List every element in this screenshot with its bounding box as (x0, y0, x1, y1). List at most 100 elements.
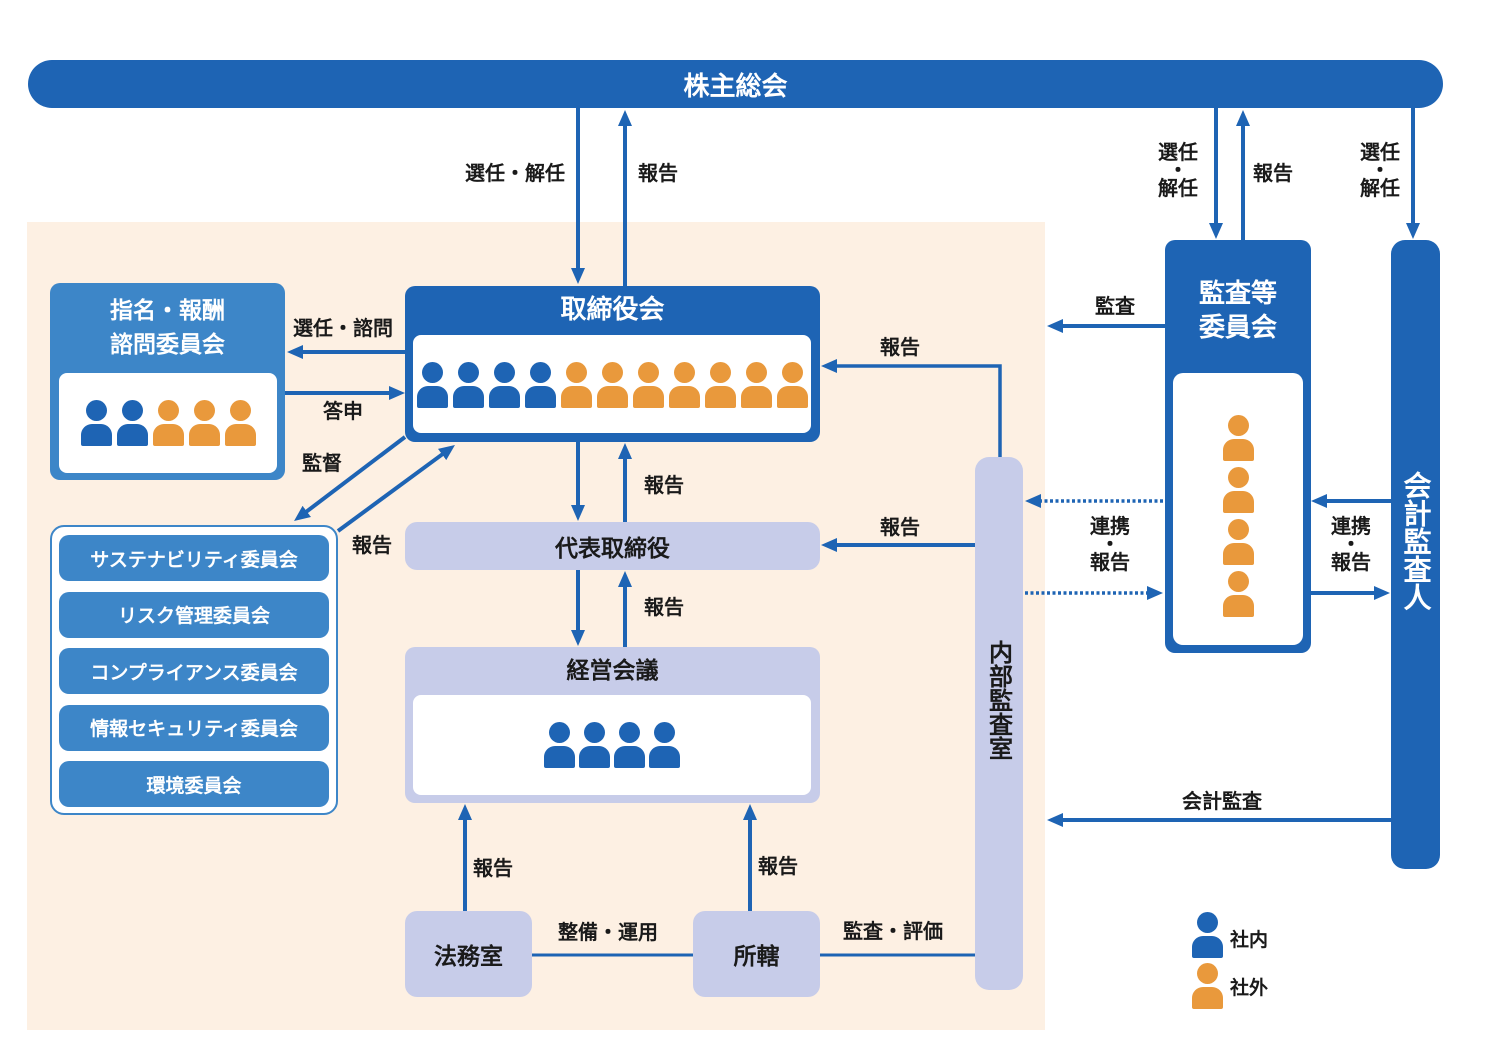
label-audit-evaluation: 監査・評価 (843, 919, 943, 943)
person-body (632, 386, 664, 408)
person-body (524, 386, 556, 408)
person-head (121, 400, 143, 421)
person-body (416, 386, 448, 408)
branch-office: 所轄 (693, 911, 820, 997)
label-line: ・ (1370, 158, 1390, 182)
person-icon-outside (560, 362, 592, 408)
person-icon-inside (116, 400, 148, 446)
person-icon-inside (1192, 912, 1223, 958)
person-icon-outside (596, 362, 628, 408)
label-report-to-shareholders: 報告 (638, 161, 678, 185)
nomination-committee-members-panel (59, 373, 277, 473)
label-audit-report-to-shareholders: 報告 (1253, 161, 1293, 185)
arrow-committees-report-board (336, 444, 455, 533)
person-icon-outside (776, 362, 808, 408)
person-head (1227, 571, 1249, 592)
person-head (157, 400, 179, 421)
person-icon-outside (188, 400, 220, 446)
label-line: 解任 (1158, 176, 1198, 200)
label-internal-report-board: 報告 (880, 335, 920, 359)
person-icon-inside (80, 400, 112, 446)
management-meeting-members (413, 695, 811, 768)
label-appoint-consult: 選任・諮問 (293, 316, 393, 340)
person-body (488, 386, 520, 408)
person-icon-outside (1222, 571, 1254, 617)
label-cooperation-report-accountant: 連携 ・ 報告 (1326, 514, 1376, 574)
label-line: ・ (1100, 532, 1120, 556)
arrow-internal-audit-report-board (821, 359, 1002, 457)
person-body (740, 386, 772, 408)
person-icon-outside (1192, 963, 1223, 1009)
person-head (229, 400, 251, 421)
person-icon-outside (1222, 467, 1254, 513)
person-head (529, 362, 551, 383)
person-body (224, 424, 256, 446)
label-line: 連携 (1331, 514, 1371, 538)
label-line: 報告 (1331, 550, 1371, 574)
person-icon-outside (224, 400, 256, 446)
representative-director-label: 代表取締役 (555, 536, 670, 562)
person-body (116, 424, 148, 446)
management-meeting-members-panel (413, 695, 811, 795)
audit-committee-title-line2: 委員会 (1198, 313, 1277, 343)
person-head (193, 400, 215, 421)
committee-risk-management: リスク管理委員会 (59, 591, 329, 638)
person-icon-outside (1222, 415, 1254, 461)
person-icon-inside (649, 722, 680, 768)
person-body (614, 746, 645, 768)
person-body (1222, 543, 1254, 565)
board-members (413, 335, 811, 408)
person-icon-outside (704, 362, 736, 408)
label-legal-report: 報告 (473, 856, 513, 880)
person-body (776, 386, 808, 408)
person-icon-inside (452, 362, 484, 408)
label-supervision: 監督 (302, 451, 342, 475)
person-body (152, 424, 184, 446)
person-body (704, 386, 736, 408)
label-line: 選任 (1158, 140, 1198, 164)
person-head (781, 362, 803, 383)
person-icon-inside (416, 362, 448, 408)
person-head (549, 722, 570, 743)
person-icon-outside (152, 400, 184, 446)
committee-sustainability: サステナビリティ委員会 (59, 535, 329, 581)
nomination-committee-members (59, 373, 277, 446)
shareholders-meeting-label: 株主総会 (683, 71, 788, 102)
legend-outside (1192, 963, 1223, 1009)
person-head (85, 400, 107, 421)
label-accountant-elect-dismiss: 選任 ・ 解任 (1355, 140, 1405, 200)
nomination-compensation-committee: 指名・報酬 諮問委員会 (50, 283, 285, 480)
label-audit-elect-dismiss: 選任 ・ 解任 (1153, 140, 1203, 200)
person-body (579, 746, 610, 768)
person-body (188, 424, 220, 446)
label-line: 報告 (1090, 550, 1130, 574)
person-body (544, 746, 575, 768)
label-line: 選任 (1360, 140, 1400, 164)
label-line: ・ (1168, 158, 1188, 182)
person-head (1227, 467, 1249, 488)
management-meeting: 経営会議 (405, 647, 820, 803)
person-head (709, 362, 731, 383)
label-branch-report: 報告 (758, 854, 798, 878)
person-body (1222, 439, 1254, 461)
label-cooperation-report-internal: 連携 ・ 報告 (1085, 516, 1135, 574)
person-body (1192, 936, 1223, 958)
person-body (1222, 491, 1254, 513)
person-body (596, 386, 628, 408)
person-head (421, 362, 443, 383)
label-mgmt-report-rep: 報告 (644, 595, 684, 619)
shareholders-meeting: 株主総会 (28, 60, 1443, 108)
person-head (619, 722, 640, 743)
label-internal-report-rep: 報告 (880, 515, 920, 539)
person-body (668, 386, 700, 408)
person-icon-outside (632, 362, 664, 408)
nomination-committee-title-line1: 指名・報酬 (110, 298, 225, 324)
label-line: 解任 (1360, 176, 1400, 200)
label-committees-report: 報告 (352, 533, 392, 557)
representative-director: 代表取締役 (405, 522, 820, 570)
person-body (1222, 595, 1254, 617)
person-icon-inside (579, 722, 610, 768)
audit-committee-members (1173, 373, 1303, 617)
